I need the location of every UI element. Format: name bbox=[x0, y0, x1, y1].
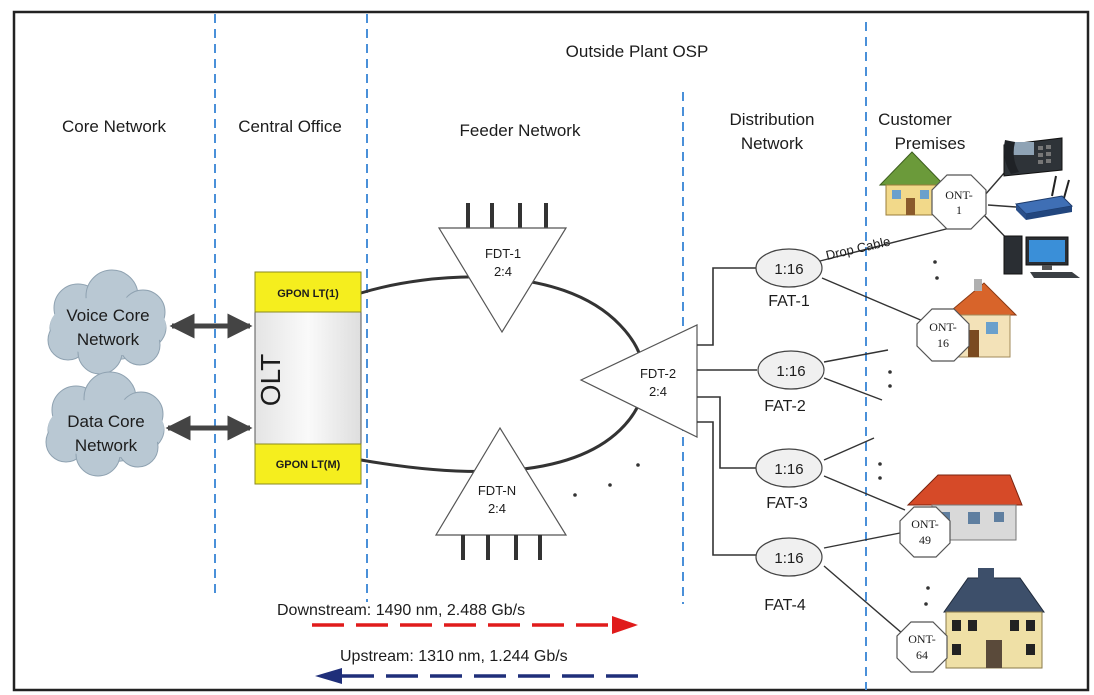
gpon-lt-top-label: GPON LT(1) bbox=[277, 288, 339, 300]
feeder-ellipsis bbox=[573, 463, 640, 497]
fdt-2-ratio: 2:4 bbox=[649, 384, 667, 399]
fat-4-name: FAT-4 bbox=[764, 597, 806, 614]
fdt-2-name: FDT-2 bbox=[640, 366, 676, 381]
ont-16-label-2: 16 bbox=[937, 336, 949, 350]
house-1-icon bbox=[878, 151, 946, 216]
voice-cloud-label-2: Network bbox=[77, 330, 140, 349]
gpon-lt-top bbox=[254, 271, 362, 313]
upstream-label: Upstream: 1310 nm, 1.244 Gb/s bbox=[340, 648, 568, 665]
downstream-label: Downstream: 1490 nm, 2.488 Gb/s bbox=[277, 602, 525, 619]
fdt-n-ports bbox=[461, 535, 542, 560]
router-icon bbox=[1014, 175, 1074, 220]
telephone-icon bbox=[1003, 137, 1063, 177]
frame-border bbox=[12, 10, 1090, 692]
fat-4-ratio: 1:16 bbox=[774, 550, 803, 567]
upstream-arrowhead bbox=[315, 668, 342, 684]
house-64-icon bbox=[943, 568, 1045, 669]
gpon-lt-bottom bbox=[254, 443, 362, 485]
fat-3-name: FAT-3 bbox=[766, 495, 808, 512]
fdt-n: FDT-N 2:4 bbox=[434, 426, 568, 560]
fat-4: 1:16 FAT-4 bbox=[755, 537, 823, 614]
zone-title-osp: Outside Plant OSP bbox=[566, 42, 709, 61]
ont-49-label-1: ONT- bbox=[911, 517, 939, 531]
downstream-arrowhead bbox=[612, 616, 638, 634]
distribution-fibers bbox=[697, 267, 757, 556]
ont-64-label-2: 64 bbox=[916, 648, 928, 662]
ont-49-label-2: 49 bbox=[919, 533, 931, 547]
ont-1: ONT- 1 bbox=[931, 174, 987, 230]
fdt-n-ratio: 2:4 bbox=[488, 501, 506, 516]
desktop-computer-icon bbox=[1003, 235, 1080, 278]
voice-core-cloud: Voice Core Network bbox=[47, 269, 167, 375]
fdt-2: FDT-2 2:4 bbox=[579, 324, 698, 438]
fat-2: 1:16 FAT-2 bbox=[757, 350, 825, 415]
olt-label: OLT bbox=[255, 354, 286, 406]
fat-1-name: FAT-1 bbox=[768, 293, 810, 310]
downstream-legend: Downstream: 1490 nm, 2.488 Gb/s bbox=[277, 602, 638, 634]
fat-2-ratio: 1:16 bbox=[776, 363, 805, 380]
ont-1-label-1: ONT- bbox=[945, 188, 973, 202]
zone-title-distribution-2: Network bbox=[741, 134, 804, 153]
gpon-lt-bottom-label: GPON LT(M) bbox=[276, 459, 341, 471]
fat-2-name: FAT-2 bbox=[764, 398, 806, 415]
fdt-n-name: FDT-N bbox=[478, 483, 516, 498]
ont-64: ONT- 64 bbox=[896, 621, 948, 673]
olt-unit: GPON LT(1) GPON LT(M) OLT bbox=[254, 271, 362, 485]
ont-16: ONT- 16 bbox=[916, 308, 970, 362]
zone-title-feeder: Feeder Network bbox=[460, 121, 581, 140]
ont-49: ONT- 49 bbox=[899, 506, 951, 558]
zone-title-core: Core Network bbox=[62, 117, 166, 136]
fdt-1: FDT-1 2:4 bbox=[437, 203, 568, 334]
fat-3: 1:16 FAT-3 bbox=[755, 448, 823, 512]
fat-1-ratio: 1:16 bbox=[774, 261, 803, 278]
zone-title-central-office: Central Office bbox=[238, 117, 342, 136]
voice-cloud-label-1: Voice Core bbox=[66, 306, 149, 325]
ont-64-label-1: ONT- bbox=[908, 632, 936, 646]
house-16-icon bbox=[944, 279, 1018, 358]
fat-1: 1:16 FAT-1 bbox=[755, 248, 823, 310]
zone-title-distribution-1: Distribution bbox=[729, 110, 814, 129]
ont-1-label-2: 1 bbox=[956, 203, 962, 217]
upstream-legend: Upstream: 1310 nm, 1.244 Gb/s bbox=[315, 648, 642, 684]
ont-16-label-1: ONT- bbox=[929, 320, 957, 334]
fdt-1-ports bbox=[466, 203, 548, 228]
data-cloud-label-1: Data Core bbox=[67, 412, 144, 431]
fdt-1-ratio: 2:4 bbox=[494, 264, 512, 279]
customer-ellipsis bbox=[878, 260, 939, 606]
data-cloud-label-2: Network bbox=[75, 436, 138, 455]
zone-title-customer-2: Premises bbox=[895, 134, 966, 153]
fat-3-ratio: 1:16 bbox=[774, 461, 803, 478]
fdt-1-name: FDT-1 bbox=[485, 246, 521, 261]
data-core-cloud: Data Core Network bbox=[45, 371, 165, 477]
zone-title-customer-1: Customer bbox=[878, 110, 952, 129]
